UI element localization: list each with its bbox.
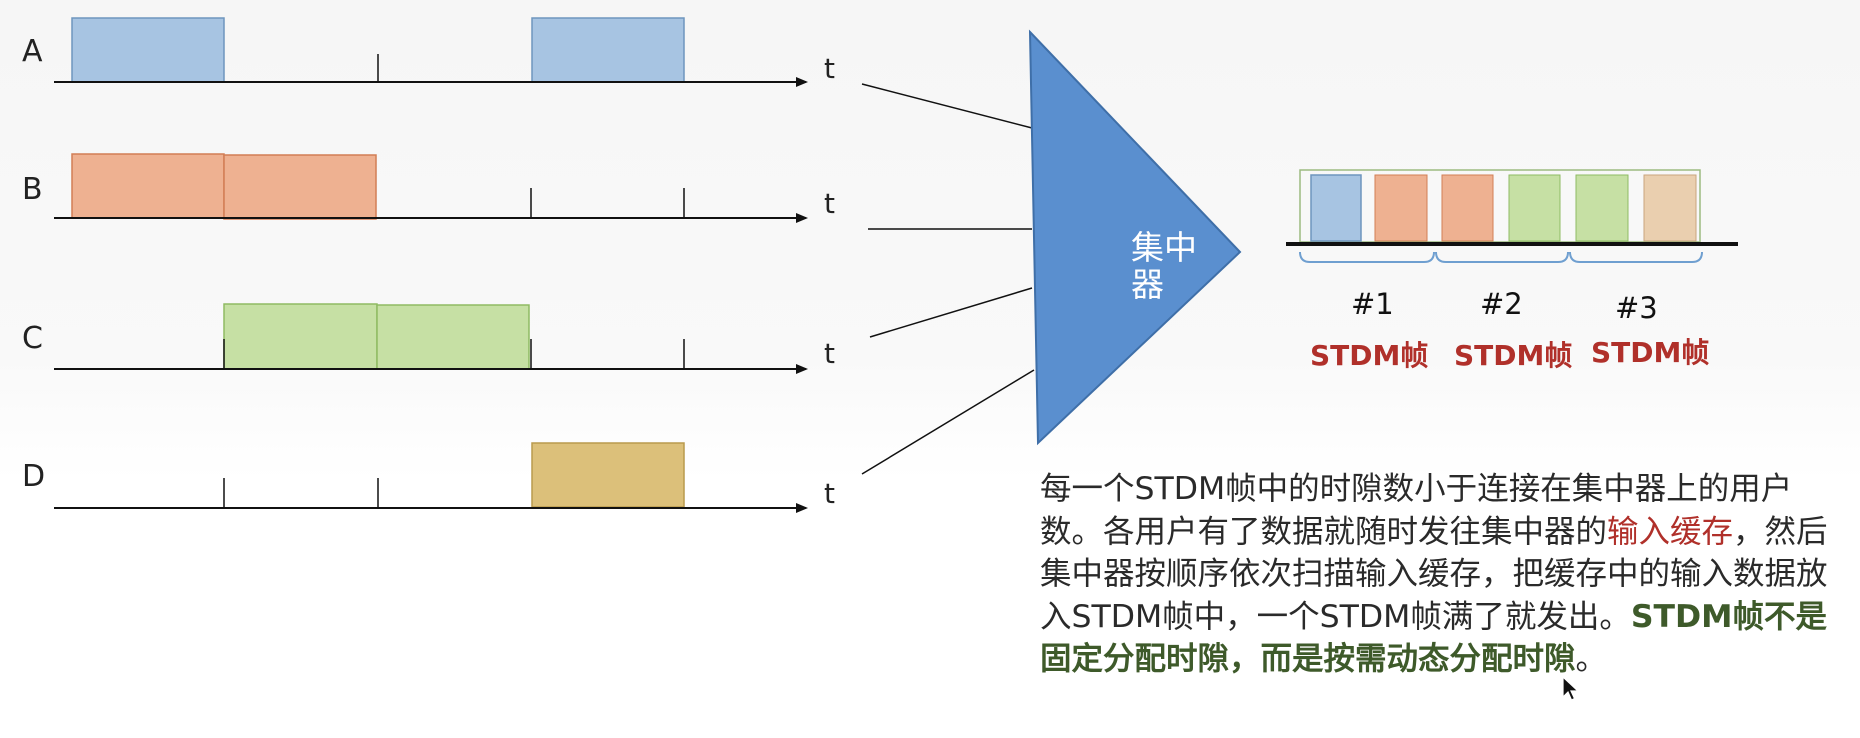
- frame-number-1: #1: [1351, 287, 1394, 321]
- channel-b-slot-2: [223, 154, 377, 220]
- description-part-3: 连接在集中器上的用户数。各用户有了数据就随时发往集中器的: [1040, 471, 1793, 550]
- channel-a-slot-1: [71, 17, 225, 83]
- frame-number-2: #2: [1480, 287, 1523, 321]
- description-key-point: STDM帧不是固定分配时隙，而是按需动态分配时隙: [1040, 598, 1828, 678]
- channel-d-slot-4: [531, 442, 685, 508]
- channel-c-label: C: [22, 321, 43, 356]
- channel-b-axis-label: t: [824, 187, 835, 220]
- frame-slot-4: [1508, 174, 1561, 242]
- input-line-c: [869, 287, 1033, 338]
- frame-slot-1: [1310, 174, 1362, 242]
- channel-b-slot-1: [71, 153, 225, 219]
- frame-label-2: STDM帧: [1454, 339, 1572, 372]
- mouse-cursor-icon: [1562, 676, 1580, 701]
- frame-bracket-3: [1569, 251, 1703, 263]
- channel-c-slot-2: [223, 303, 378, 370]
- concentrator-label-line2: 器: [1131, 265, 1164, 304]
- description-emphasis-less-than: 小于: [1414, 471, 1478, 507]
- description-part-1: 每一个STDM帧中的时隙数: [1040, 471, 1415, 507]
- concentrator-triangle: [1028, 29, 1242, 446]
- channel-c-axis-label: t: [824, 337, 835, 370]
- frame-bracket-2: [1435, 251, 1569, 263]
- frame-slot-6: [1643, 174, 1697, 242]
- channel-d: D t: [22, 442, 835, 513]
- frame-label-1: STDM帧: [1310, 339, 1428, 372]
- channel-a: A t: [22, 17, 835, 87]
- channel-d-axis-label: t: [824, 477, 835, 510]
- frame-slot-5: [1575, 174, 1629, 242]
- channel-a-slot-4: [531, 17, 685, 83]
- frame-number-3: #3: [1615, 291, 1658, 325]
- stdm-frame-buffer: #1 #2 #3 STDM帧 STDM帧 STDM帧: [1286, 169, 1738, 372]
- frame-bracket-1: [1299, 251, 1435, 263]
- description-part-7: 。: [1575, 641, 1608, 677]
- frame-slot-3: [1441, 174, 1494, 242]
- frame-slot-2: [1374, 174, 1428, 242]
- frame-label-3: STDM帧: [1591, 336, 1709, 369]
- input-line-d: [861, 369, 1035, 475]
- description-input-buffer: 输入缓存: [1607, 513, 1734, 550]
- description-paragraph: 每一个STDM帧中的时隙数小于连接在集中器上的用户数。各用户有了数据就随时发往集…: [1040, 468, 1852, 681]
- channel-b-label: B: [22, 172, 43, 207]
- concentrator: 集中 器: [1028, 29, 1242, 446]
- channel-b: B t: [22, 153, 835, 223]
- channel-d-label: D: [22, 459, 45, 494]
- description-part-5: ，然后集中器按顺序依次扫描输入缓存，把缓存中的输入数据放入STDM帧中，一个ST…: [1040, 513, 1828, 635]
- channel-a-axis-label: t: [824, 52, 835, 85]
- channel-c-slot-3: [376, 304, 530, 370]
- input-line-a: [861, 83, 1033, 129]
- channel-a-label: A: [22, 34, 43, 69]
- channel-c: C t: [22, 303, 835, 374]
- concentrator-label-line1: 集中: [1131, 228, 1197, 267]
